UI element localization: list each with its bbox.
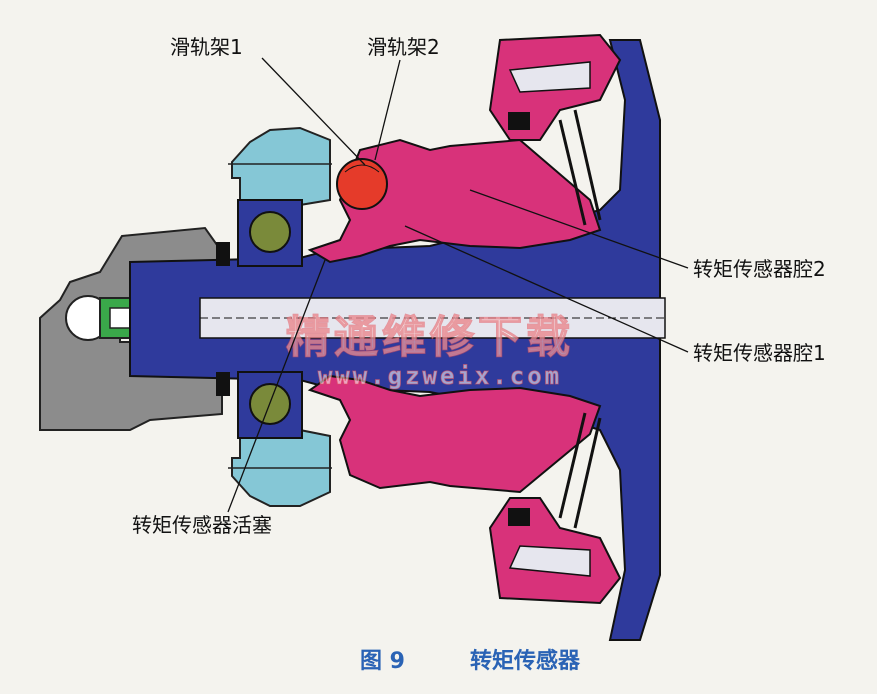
label-slide-1: 滑轨架1 xyxy=(170,35,243,59)
watermark-url: www.gzweix.com xyxy=(318,362,562,390)
seal-lower xyxy=(216,372,230,396)
seal-cup-upper xyxy=(508,112,530,130)
seal-cup-lower xyxy=(508,508,530,526)
disc-spring-lower xyxy=(558,412,602,529)
label-cavity-1: 转矩传感器腔1 xyxy=(693,341,826,365)
leader-cavity-2 xyxy=(469,189,689,269)
seal-upper xyxy=(216,242,230,266)
pink-lower-cup-inner xyxy=(508,545,591,577)
leader-lines xyxy=(227,57,689,513)
label-slide-2: 滑轨架2 xyxy=(367,35,440,59)
disc-spring-upper xyxy=(558,109,602,226)
red-ball-mark xyxy=(344,164,380,173)
red-ball xyxy=(336,158,388,210)
bearing-upper xyxy=(237,199,303,267)
caption-figure-number: 图 9 xyxy=(360,649,405,674)
caption-title: 转矩传感器 xyxy=(470,648,581,674)
pink-upper-cup-inner xyxy=(508,61,591,93)
label-cavity-2: 转矩传感器腔2 xyxy=(693,257,826,281)
leader-piston xyxy=(227,259,326,513)
leader-cavity-1 xyxy=(404,225,689,353)
label-piston: 转矩传感器活塞 xyxy=(132,513,272,537)
watermark-cn: 精通维修下载 xyxy=(286,312,574,363)
leader-slide-2 xyxy=(374,59,401,161)
bearing-lower xyxy=(237,371,303,439)
leader-slide-1 xyxy=(261,57,366,166)
pink-lower xyxy=(307,374,602,494)
